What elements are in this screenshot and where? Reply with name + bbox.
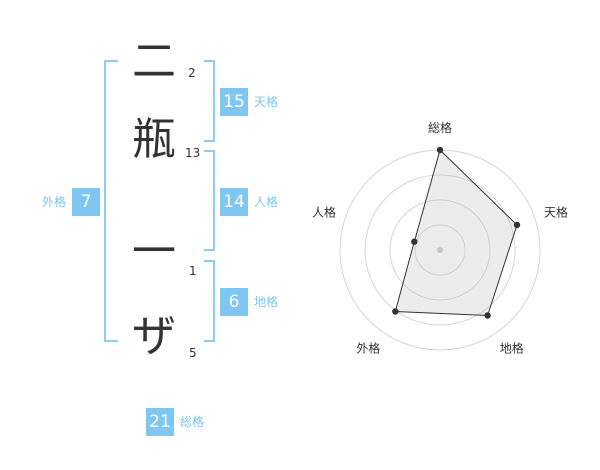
stroke-count-4: 5 <box>189 346 197 360</box>
gaikaku-value: 7 <box>72 188 100 216</box>
name-char-1: 二 <box>132 36 176 87</box>
name-char-3: 一 <box>132 226 176 277</box>
radar-ring-2 <box>389 199 491 301</box>
soukaku-value: 21 <box>146 408 174 436</box>
jinkaku-value: 14 <box>220 188 248 216</box>
radar-point-4 <box>392 308 399 315</box>
radar-axis-label-3: 地格 <box>500 341 524 356</box>
radar-axis-label-2: 天格 <box>544 204 568 219</box>
jinkaku-label: 人格 <box>254 195 279 209</box>
radar-ring-1 <box>414 224 466 276</box>
stroke-count-2: 13 <box>185 146 201 160</box>
tenkaku-label: 天格 <box>254 95 279 109</box>
chikaku-value: 6 <box>220 288 248 316</box>
jinkaku-bracket <box>204 150 215 251</box>
gaikaku-label: 外格 <box>41 195 66 209</box>
soukaku-label: 総格 <box>180 415 205 429</box>
chikaku-label: 地格 <box>254 295 279 309</box>
gaikaku-bracket <box>104 60 118 342</box>
tenkaku-bracket <box>204 60 215 142</box>
radar-center-dot <box>437 247 443 253</box>
radar-axis-label-1: 総格 <box>428 120 452 135</box>
radar-data-polygon <box>394 149 518 317</box>
radar-point-5 <box>411 238 418 245</box>
tenkaku-value: 15 <box>220 88 248 116</box>
radar-ring-3 <box>364 174 516 326</box>
radar-point-3 <box>484 312 491 319</box>
radar-point-2 <box>513 221 521 229</box>
chikaku-bracket <box>204 260 215 342</box>
radar-axis-label-5: 人格 <box>312 204 336 219</box>
name-char-4: ザ <box>132 311 176 362</box>
radar-point-1 <box>436 146 444 154</box>
name-char-2: 瓶 <box>132 114 176 165</box>
stroke-count-3: 1 <box>189 264 197 278</box>
radar-axis-label-4: 外格 <box>356 341 380 356</box>
stroke-count-1: 2 <box>188 66 196 80</box>
